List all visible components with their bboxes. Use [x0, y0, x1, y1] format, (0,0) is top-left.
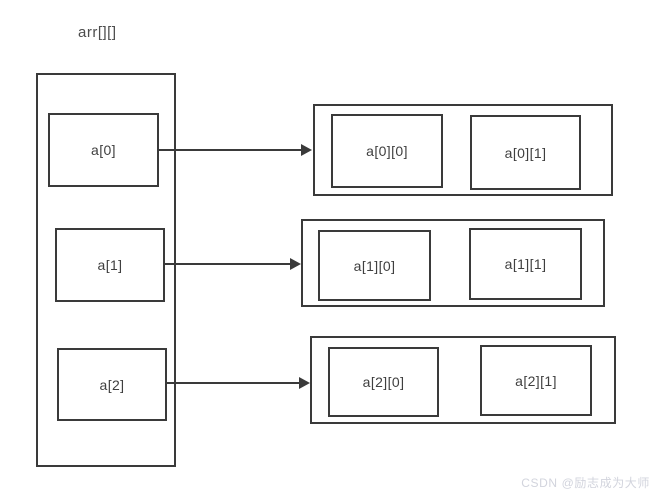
- csdn-watermark: CSDN @励志成为大师: [521, 476, 650, 490]
- row-0-cell-0[interactable]: a[0][0]: [331, 114, 443, 188]
- outer-cell-a2[interactable]: a[2]: [57, 348, 167, 421]
- row-2-cell-1[interactable]: a[2][1]: [480, 345, 592, 416]
- row-1-cell-0-label: a[1][0]: [353, 257, 396, 274]
- row-2-cell-1-label: a[2][1]: [515, 372, 557, 389]
- row-2-cell-0[interactable]: a[2][0]: [328, 347, 439, 417]
- arrow-a0-head: [301, 144, 312, 156]
- arrow-a2-head: [299, 377, 310, 389]
- row-1-cell-0[interactable]: a[1][0]: [318, 230, 431, 301]
- outer-cell-a0[interactable]: a[0]: [48, 113, 159, 187]
- row-0-cell-1-label: a[0][1]: [504, 144, 547, 161]
- row-1-cell-1-label: a[1][1]: [504, 256, 547, 272]
- arrow-a1-shaft: [164, 263, 290, 265]
- row-2-cell-0-label: a[2][0]: [362, 374, 405, 390]
- row-0-cell-0-label: a[0][0]: [366, 143, 408, 159]
- arrow-a1-head: [290, 258, 301, 270]
- outer-cell-a1-label: a[1]: [97, 257, 123, 273]
- outer-cell-a1[interactable]: a[1]: [55, 228, 165, 302]
- array-title-label: arr[][]: [78, 24, 117, 41]
- arrow-a0-shaft: [159, 149, 301, 151]
- arrow-a2-shaft: [166, 382, 299, 384]
- outer-cell-a0-label: a[0]: [91, 142, 116, 158]
- row-0-cell-1[interactable]: a[0][1]: [470, 115, 581, 190]
- row-1-cell-1[interactable]: a[1][1]: [469, 228, 582, 300]
- outer-cell-a2-label: a[2]: [99, 376, 125, 393]
